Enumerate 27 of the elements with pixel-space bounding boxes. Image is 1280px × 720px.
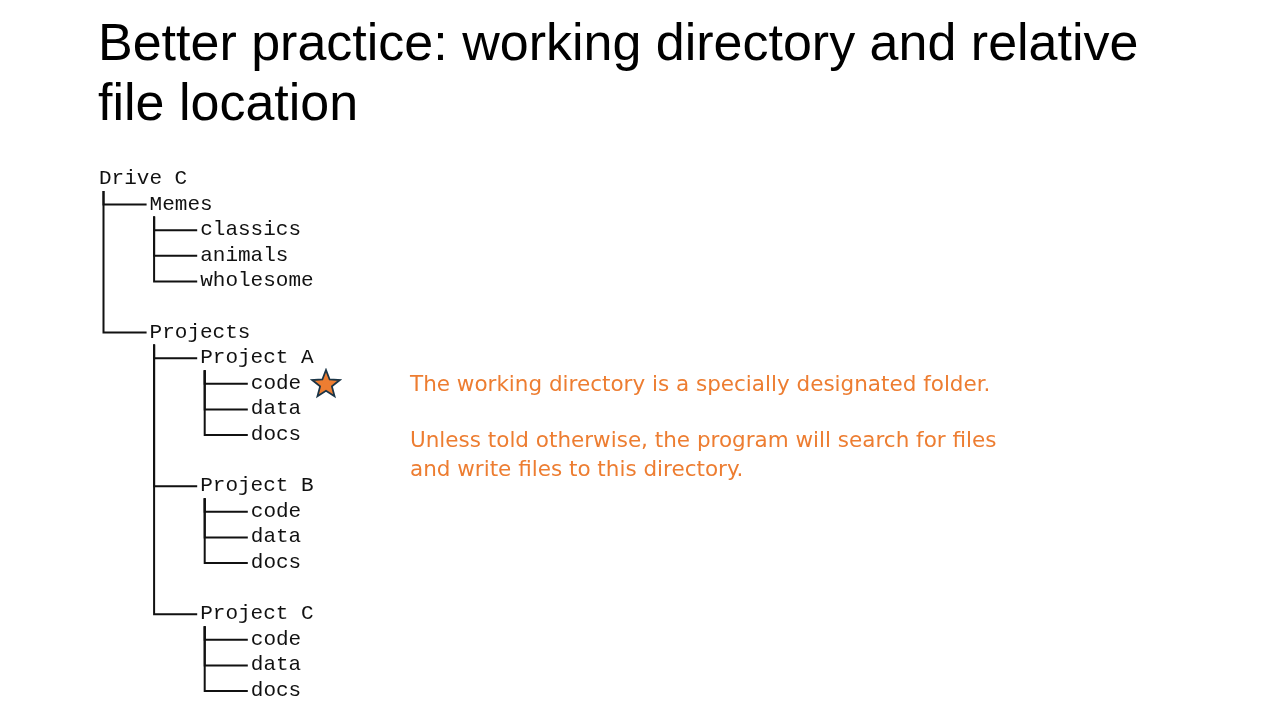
folder-name: data [250, 397, 302, 422]
tree-connector [203, 497, 249, 564]
tree-connector [203, 369, 249, 436]
folder-name: code [250, 627, 302, 652]
drive-name: Drive C [99, 167, 188, 191]
folder-name: code [250, 371, 302, 396]
tree-connector [102, 190, 148, 334]
folder-name: animals [200, 243, 289, 268]
folder-name: docs [250, 679, 302, 703]
folder-name: data [250, 653, 302, 678]
folder-name: Projects [149, 320, 251, 345]
note-text: The working directory is a specially designated folder. [410, 370, 992, 398]
folder-name: Memes [149, 192, 213, 217]
tree-connector [153, 343, 199, 616]
folder-name: wholesome [200, 269, 314, 294]
folder-name: Project B [200, 474, 314, 499]
slide-title: Better practice: working directory and relative file location [98, 12, 1140, 132]
folder-name: classics [200, 218, 301, 243]
tree-connector [153, 215, 199, 283]
folder-name: code [250, 499, 302, 524]
folder-name: docs [250, 551, 302, 575]
folder-name: Project C [200, 602, 314, 627]
tree-connector [203, 625, 249, 692]
folder-name: docs [250, 423, 302, 447]
folder-name: Project A [200, 346, 314, 371]
note-text: Unless told otherwise, the program will search for files and write files to this directory. [410, 426, 998, 483]
folder-name: data [250, 525, 302, 550]
